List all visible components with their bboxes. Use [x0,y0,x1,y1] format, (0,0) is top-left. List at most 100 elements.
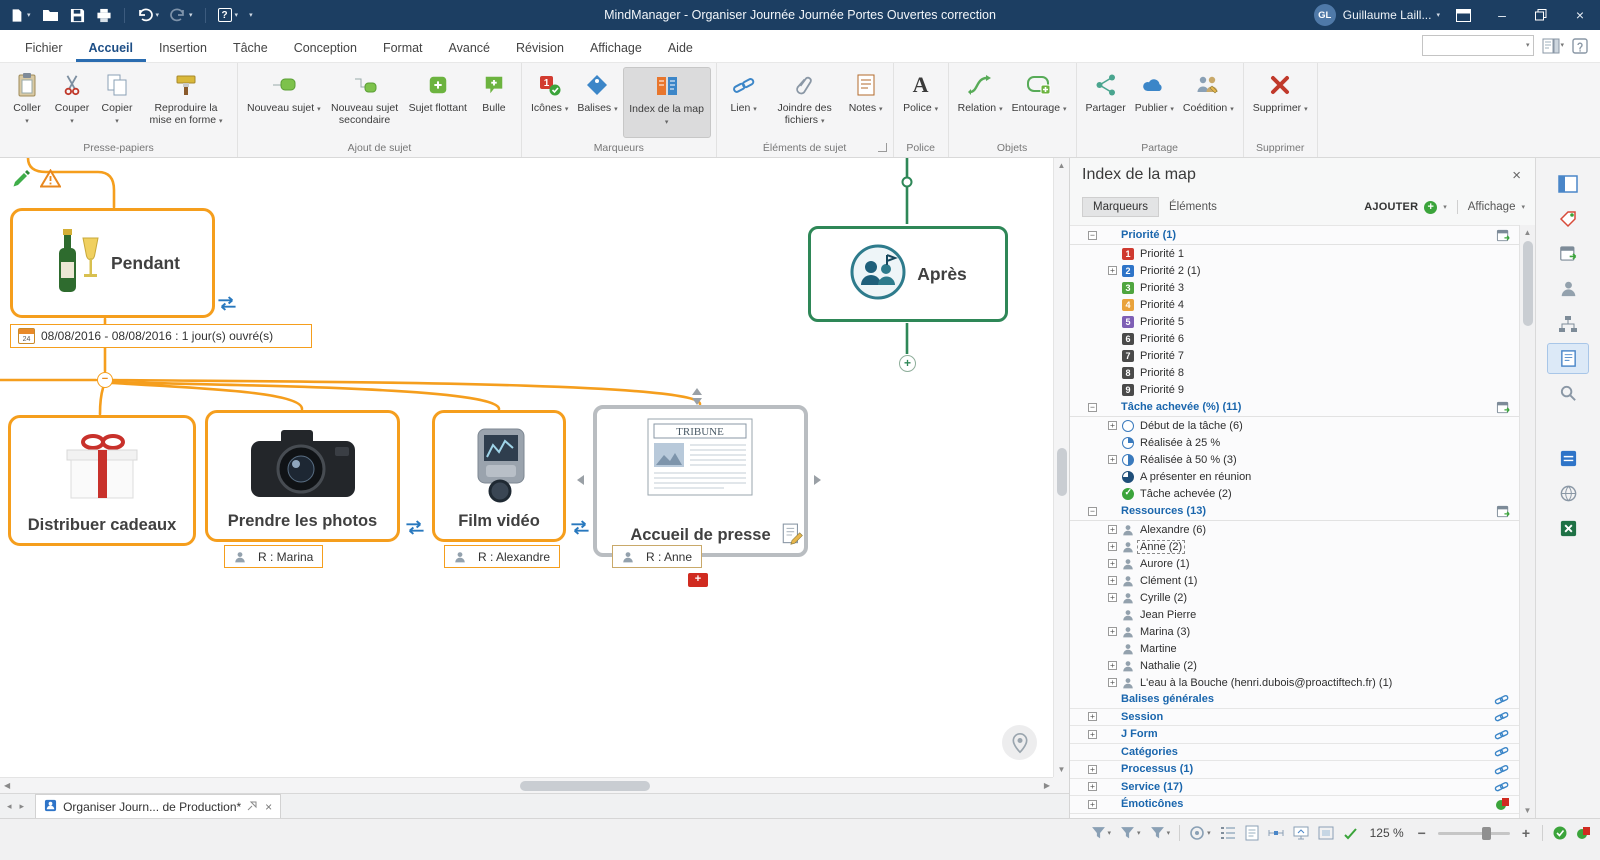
print-button[interactable] [96,8,112,23]
marker-presenter-reunion[interactable]: +A présenter en réunion [1070,468,1519,485]
section-balises-generales[interactable]: +Balises générales [1070,691,1519,709]
topic-accueil-presse[interactable]: TRIBUNE Accueil de presse [593,405,808,557]
document-tab[interactable]: Organiser Journ... de Production* × [35,794,281,818]
balises-button[interactable]: Balises ▾ [573,67,621,138]
expand-icon[interactable]: + [1088,712,1097,721]
layout-grid-icon[interactable]: ▾ [1542,38,1564,54]
publier-button[interactable]: Publier ▾ [1131,67,1178,138]
marker-priorite-2[interactable]: +2Priorité 2 (1) [1070,262,1519,279]
pencil-icon[interactable] [12,168,32,193]
resource-martine[interactable]: +Martine [1070,640,1519,657]
elements-dialog-launcher-icon[interactable] [878,143,887,152]
horizontal-scrollbar[interactable]: ◀▶ [0,777,1054,793]
tab-insertion[interactable]: Insertion [146,33,220,62]
marker-tags-panel-icon[interactable] [1547,203,1589,234]
panel-scroll-thumb[interactable] [1523,241,1533,326]
section-service[interactable]: +Service (17) [1070,779,1519,797]
task-info-panel-icon[interactable] [1547,168,1589,199]
swap-arrows-icon[interactable] [404,520,426,540]
tab-revision[interactable]: Révision [503,33,577,62]
expand-icon[interactable]: + [1108,678,1117,687]
expand-icon[interactable]: + [1088,730,1097,739]
task-panel-icon[interactable] [1547,238,1589,269]
index-panel-icon[interactable] [1547,343,1589,374]
topic-distribuer-cadeaux[interactable]: Distribuer cadeaux [8,415,196,546]
ribbon-combobox[interactable]: ▾ [1422,35,1534,56]
marker-tache-achevee[interactable]: +Tâche achevée (2) [1070,485,1519,502]
marker-priorite-3[interactable]: +3Priorité 3 [1070,279,1519,296]
save-button[interactable] [70,8,85,23]
resources-panel-icon[interactable] [1547,273,1589,304]
section-j-form[interactable]: +J Form [1070,726,1519,744]
reproduire-mise-en-forme-button[interactable]: Reproduire la mise en forme ▾ [140,67,232,138]
coedition-button[interactable]: Coédition ▾ [1179,67,1238,138]
close-tab-icon[interactable]: × [263,800,272,814]
affichage-button[interactable]: Affichage [1468,201,1516,213]
collapse-icon[interactable]: − [1088,231,1097,240]
search-panel-icon[interactable] [1547,378,1589,409]
resource-eau-a-la-bouche[interactable]: +L'eau à la Bouche (henri.dubois@proacti… [1070,674,1519,691]
marker-debut-tache[interactable]: +Début de la tâche (6) [1070,417,1519,434]
partager-button[interactable]: Partager [1082,67,1130,138]
marker-priorite-4[interactable]: +4Priorité 4 [1070,296,1519,313]
map-canvas[interactable]: Pendant 24 08/08/2016 - 08/08/2016 : 1 j… [0,158,1070,818]
edit-filter-icon[interactable]: ▾ [1120,826,1141,841]
expand-icon[interactable]: + [1108,593,1117,602]
tab-scroll-right-icon[interactable]: ▸ [17,801,28,812]
resize-handle-down-icon[interactable] [692,398,702,405]
undo-button[interactable]: ▾ [137,8,160,22]
close-panel-icon[interactable]: × [1508,167,1525,184]
close-button[interactable]: × [1564,0,1596,30]
add-subtopic-badge[interactable]: + [688,573,708,587]
expand-icon[interactable]: + [1108,455,1117,464]
topic-apres[interactable]: Après [808,226,1008,322]
entourage-button[interactable]: Entourage ▾ [1008,67,1071,138]
open-button[interactable] [42,8,59,22]
scroll-up-icon[interactable]: ▲ [1054,158,1069,173]
vertical-scroll-thumb[interactable] [1057,448,1067,496]
section-priorite[interactable]: −Priorité (1) [1070,226,1519,245]
icones-button[interactable]: 1Icônes ▾ [527,67,572,138]
swap-arrows-icon[interactable] [216,296,238,316]
help-panel-icon[interactable] [1572,38,1588,54]
tab-affichage[interactable]: Affichage [577,33,655,62]
joindre-fichiers-button[interactable]: Joindre des fichiers ▾ [767,67,843,138]
web-panel-icon[interactable] [1547,478,1589,509]
expand-icon[interactable]: + [1108,627,1117,636]
lien-button[interactable]: Lien ▾ [722,67,766,138]
tab-avance[interactable]: Avancé [436,33,503,62]
link-tag-icon[interactable] [1494,727,1509,742]
expand-icon[interactable]: + [1088,782,1097,791]
marker-priorite-5[interactable]: +5Priorité 5 [1070,313,1519,330]
presentation-mode-icon[interactable] [1293,826,1309,840]
resource-jean-pierre[interactable]: +Jean Pierre [1070,606,1519,623]
zoom-out-button[interactable]: − [1415,825,1429,841]
marker-priorite-9[interactable]: +9Priorité 9 [1070,381,1519,398]
fit-map-icon[interactable] [1318,826,1334,840]
balance-map-icon[interactable] [1268,826,1284,840]
topic-notes-icon[interactable] [781,523,803,552]
bulle-button[interactable]: Bulle [472,67,516,138]
location-pin-button[interactable] [1002,725,1037,760]
link-tag-icon[interactable] [1494,709,1509,724]
chevron-down-icon[interactable]: ▾ [1521,204,1525,211]
expand-icon[interactable]: + [1088,765,1097,774]
link-tag-icon[interactable] [1494,779,1509,794]
account-menu[interactable]: Guillaume Laill...▾ [1343,8,1440,22]
collapse-icon[interactable]: − [1088,403,1097,412]
resource-alexandre[interactable]: +Alexandre (6) [1070,521,1519,538]
collapse-branch-button[interactable]: − [97,372,113,388]
help-button[interactable]: ?▾ [218,8,239,22]
resource-nathalie[interactable]: +Nathalie (2) [1070,657,1519,674]
topic-film-video[interactable]: Film vidéo [432,410,566,542]
ribbon-display-options-button[interactable] [1447,0,1479,30]
customize-quick-access-button[interactable]: ▾ [249,12,253,19]
scroll-left-icon[interactable]: ◀ [4,781,10,790]
tab-accueil[interactable]: Accueil [76,33,146,62]
coller-button[interactable]: Coller▾ [5,67,49,138]
maximize-button[interactable] [1525,0,1557,30]
tab-fichier[interactable]: Fichier [12,33,76,62]
redo-button[interactable]: ▾ [170,8,193,22]
spelling-icon[interactable] [1343,826,1359,840]
section-processus[interactable]: +Processus (1) [1070,761,1519,779]
